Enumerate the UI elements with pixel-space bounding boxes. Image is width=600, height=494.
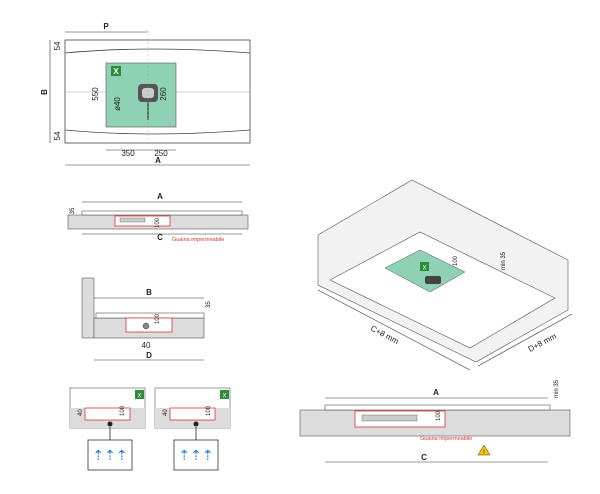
detail-right-pit xyxy=(169,407,216,421)
detail-left-badge xyxy=(135,390,144,399)
detail-right-flow-arrows: ⇡⇡⇡ xyxy=(178,447,213,463)
top-view: X P B 54 54 550 ø40 260 350 250 A xyxy=(40,22,251,166)
iso-badge xyxy=(420,262,429,271)
detail-left-flow-arrows: ⇡⇡⇡ xyxy=(92,447,127,463)
detail-right-100: 100 xyxy=(206,405,212,416)
b-label: B xyxy=(40,89,49,95)
detail-right-flow-box xyxy=(173,439,219,471)
section-c-wall-h: min 35 xyxy=(554,379,560,398)
iso-floor xyxy=(329,231,556,349)
detail-left: X 40 100 ⇡⇡⇡ xyxy=(69,387,146,471)
iso-d-line xyxy=(477,313,573,367)
detail-right-badge-label: X xyxy=(222,394,226,400)
iso-c-line xyxy=(317,289,471,371)
inner-dim: 260 xyxy=(159,87,168,101)
detail-right: X 40 100 ⇡⇡⇡ xyxy=(154,387,231,471)
iso-drain xyxy=(425,276,441,284)
detail-left-40: 40 xyxy=(78,409,84,416)
a-label: A xyxy=(155,156,161,165)
section-a-label-a: A xyxy=(157,192,163,201)
detail-left-flow-box xyxy=(87,439,133,471)
iso-wall-h: min 35 xyxy=(501,251,507,270)
section-c-label-a: A xyxy=(433,388,439,397)
section-c: A 100 min 35 Guaina impermeabile ! C xyxy=(299,379,571,463)
detail-right-outlet xyxy=(193,421,199,427)
warning-mark: ! xyxy=(483,450,485,456)
section-b-wall xyxy=(81,277,95,339)
drain-badge xyxy=(111,66,121,76)
detail-left-badge-label: X xyxy=(137,394,141,400)
detail-right-badge xyxy=(220,390,229,399)
drain-cover xyxy=(142,88,154,98)
iso-label-c: C+8 mm xyxy=(369,324,400,346)
section-c-tray xyxy=(324,404,551,411)
section-b-drain-h: 100 xyxy=(155,313,161,324)
bottom-margin-dim: 54 xyxy=(53,131,62,140)
tray-top-slope xyxy=(64,48,251,54)
iso-view: X 100 min 35 C+8 mm D+8 mm xyxy=(317,179,573,371)
detail-left-100: 100 xyxy=(120,405,126,416)
section-b-label-d: D xyxy=(146,351,152,360)
left-dim: 350 xyxy=(121,149,135,158)
top-margin-dim: 54 xyxy=(53,41,62,50)
section-c-label-c: C xyxy=(421,453,427,462)
detail-right-40: 40 xyxy=(163,409,169,416)
section-a: A 35 100 C Guaina impermeabile xyxy=(67,192,249,243)
section-a-height: 35 xyxy=(70,207,76,214)
hole-dim: ø40 xyxy=(113,97,122,111)
section-b: B 35 100 40 D xyxy=(81,277,212,361)
warning-icon xyxy=(477,444,491,456)
section-a-label-c: C xyxy=(157,233,163,242)
section-b-label-b: B xyxy=(146,288,152,297)
iso-label-d: D+8 mm xyxy=(527,331,558,353)
detail-left-outlet xyxy=(107,421,113,427)
iso-drain-h: 100 xyxy=(453,255,459,266)
tray-outline xyxy=(64,39,251,144)
detail-left-pit xyxy=(84,407,131,421)
tray-bottom-slope xyxy=(64,129,251,135)
section-b-drain xyxy=(142,322,150,330)
section-c-membrane: Guaina impermeabile xyxy=(420,436,472,442)
section-a-tray xyxy=(81,210,243,216)
section-b-offset: 40 xyxy=(142,341,151,350)
section-a-drain xyxy=(119,217,146,223)
section-b-height: 35 xyxy=(206,301,212,308)
height-dim: 550 xyxy=(91,87,100,101)
section-c-drain-h: 100 xyxy=(436,410,442,421)
p-label: P xyxy=(103,22,109,31)
right-dim: 250 xyxy=(154,149,168,158)
section-b-tray xyxy=(95,312,205,319)
drain-badge-label: X xyxy=(113,67,119,76)
section-a-membrane-label: Guaina impermeabile xyxy=(172,237,224,243)
section-c-drain xyxy=(361,414,418,422)
section-a-drain-h: 100 xyxy=(155,217,161,228)
iso-badge-label: X xyxy=(422,266,426,272)
